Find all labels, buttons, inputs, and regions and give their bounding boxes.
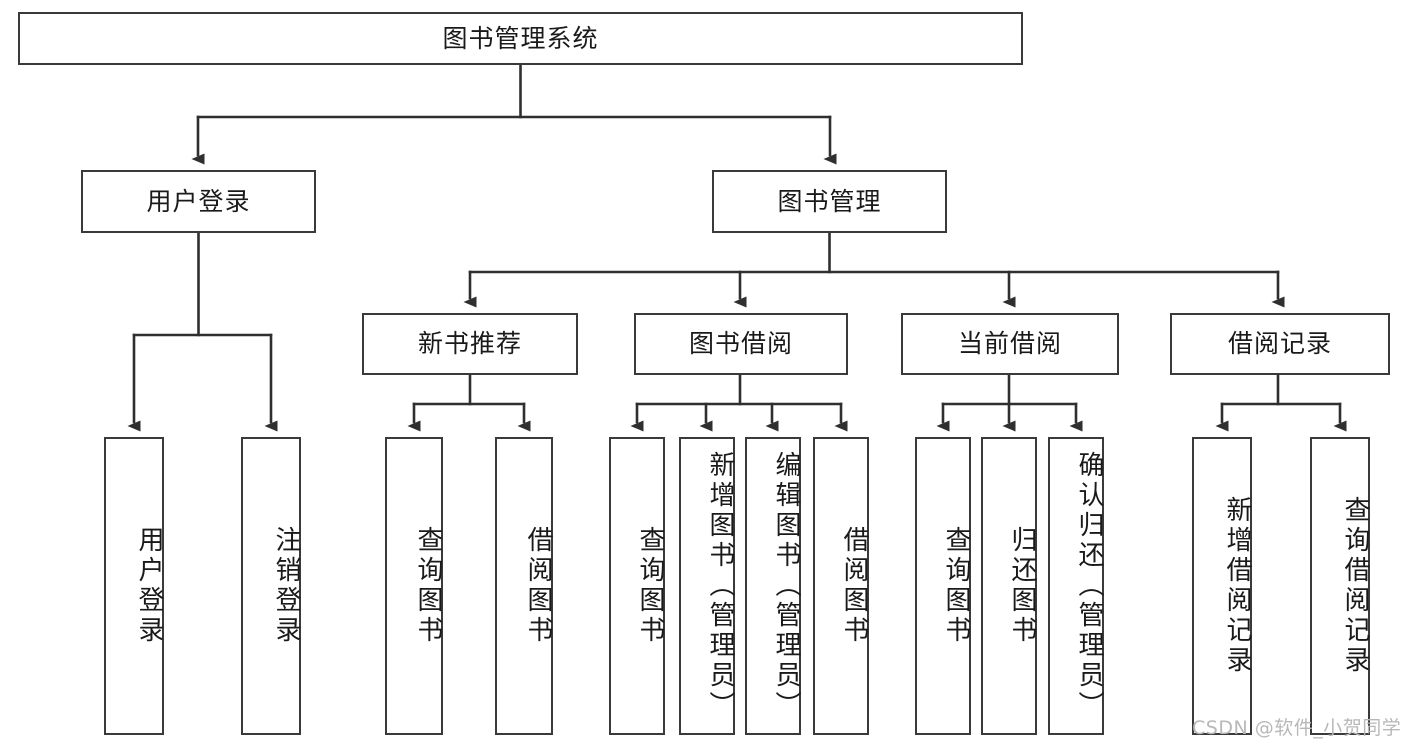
node-leaf-add-record[interactable]: 新增借阅记录 (1192, 437, 1252, 735)
node-book-borrow-label: 图书借阅 (688, 329, 793, 358)
node-book-manage-label: 图书管理 (777, 186, 882, 216)
node-leaf-query-book-2[interactable]: 查询图书 (609, 437, 665, 735)
node-user-login[interactable]: 用户登录 (81, 170, 316, 233)
node-leaf-return-book[interactable]: 归还图书 (981, 437, 1037, 735)
node-leaf-query-book-2-label: 查询图书 (635, 526, 665, 646)
node-new-book-rec-label: 新书推荐 (417, 329, 522, 358)
node-leaf-edit-book[interactable]: 编辑图书（管理员） (745, 437, 801, 735)
node-leaf-confirm-return[interactable]: 确认归还（管理员） (1048, 437, 1104, 735)
node-borrow-record[interactable]: 借阅记录 (1170, 313, 1390, 375)
node-leaf-query-book-1-label: 查询图书 (413, 526, 443, 646)
node-root-label: 图书管理系统 (442, 23, 599, 53)
node-leaf-add-book[interactable]: 新增图书（管理员） (679, 437, 735, 735)
watermark-text: CSDN @软件_小贺同学 (1192, 717, 1402, 739)
node-leaf-user-login[interactable]: 用户登录 (104, 437, 164, 735)
node-leaf-borrow-book-2[interactable]: 借阅图书 (813, 437, 869, 735)
node-leaf-query-book-3[interactable]: 查询图书 (915, 437, 971, 735)
node-leaf-user-login-label: 用户登录 (134, 526, 164, 646)
node-leaf-confirm-return-label: 确认归还（管理员） (1074, 451, 1104, 721)
node-leaf-query-book-1[interactable]: 查询图书 (385, 437, 443, 735)
node-leaf-user-logout[interactable]: 注销登录 (241, 437, 301, 735)
node-leaf-borrow-book-1-label: 借阅图书 (523, 526, 553, 646)
node-book-manage[interactable]: 图书管理 (712, 170, 947, 233)
node-leaf-query-record[interactable]: 查询借阅记录 (1310, 437, 1370, 735)
node-book-borrow[interactable]: 图书借阅 (634, 313, 848, 375)
node-leaf-query-book-3-label: 查询图书 (941, 526, 971, 646)
node-leaf-edit-book-label: 编辑图书（管理员） (771, 451, 801, 721)
node-leaf-user-logout-label: 注销登录 (271, 526, 301, 646)
node-leaf-add-record-label: 新增借阅记录 (1222, 496, 1252, 676)
node-new-book-rec[interactable]: 新书推荐 (362, 313, 578, 375)
node-leaf-query-record-label: 查询借阅记录 (1340, 496, 1370, 676)
node-leaf-borrow-book-1[interactable]: 借阅图书 (495, 437, 553, 735)
node-leaf-add-book-label: 新增图书（管理员） (705, 451, 735, 721)
node-leaf-return-book-label: 归还图书 (1007, 526, 1037, 646)
node-borrow-record-label: 借阅记录 (1227, 329, 1332, 358)
node-leaf-borrow-book-2-label: 借阅图书 (839, 526, 869, 646)
node-current-borrow[interactable]: 当前借阅 (901, 313, 1119, 375)
node-current-borrow-label: 当前借阅 (957, 329, 1062, 358)
node-user-login-label: 用户登录 (146, 186, 251, 216)
node-root[interactable]: 图书管理系统 (18, 12, 1023, 65)
